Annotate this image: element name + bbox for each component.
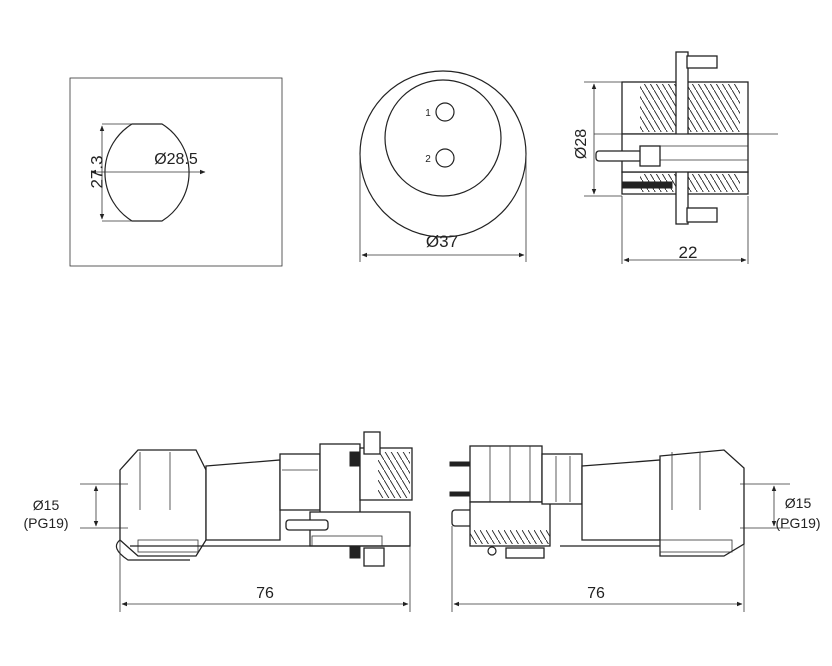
plug-cable-label: Ø15 xyxy=(33,497,60,513)
socket-gland-label: (PG19) xyxy=(775,515,820,531)
pin-2-label: 2 xyxy=(425,154,431,165)
side-view: Ø28 22 xyxy=(573,51,778,264)
plug-body xyxy=(205,459,281,541)
pin-1-label: 1 xyxy=(425,108,431,119)
front-view: 1 2 Ø37 xyxy=(359,70,527,262)
inner-face xyxy=(384,79,502,197)
cutout-diameter-label: Ø28.5 xyxy=(154,151,198,168)
pin-1-hole xyxy=(435,102,455,122)
plug-assembly-view: Ø15 (PG19) 76 xyxy=(23,431,413,612)
side-diameter-label: Ø28 xyxy=(573,129,590,159)
hatched-panel xyxy=(69,77,283,267)
socket-length-label: 76 xyxy=(587,585,605,602)
panel-cutout-view: 27.3 Ø28.5 xyxy=(69,77,283,267)
d-cutout-hole xyxy=(104,123,190,222)
solder-pin xyxy=(595,150,643,162)
pin-2-hole xyxy=(435,148,455,168)
socket-assembly-view: Ø15 (PG19) 76 xyxy=(449,445,821,612)
socket-coupling xyxy=(541,453,583,505)
socket-cable-label: Ø15 xyxy=(785,495,812,511)
plug-length-label: 76 xyxy=(256,585,274,602)
front-diameter-label: Ø37 xyxy=(426,232,458,251)
outer-ring xyxy=(359,70,527,238)
socket-insert xyxy=(469,445,543,503)
side-length-label: 22 xyxy=(679,243,698,262)
plug-pin xyxy=(285,519,329,531)
socket-body xyxy=(581,459,661,541)
plug-gland-label: (PG19) xyxy=(23,515,68,531)
